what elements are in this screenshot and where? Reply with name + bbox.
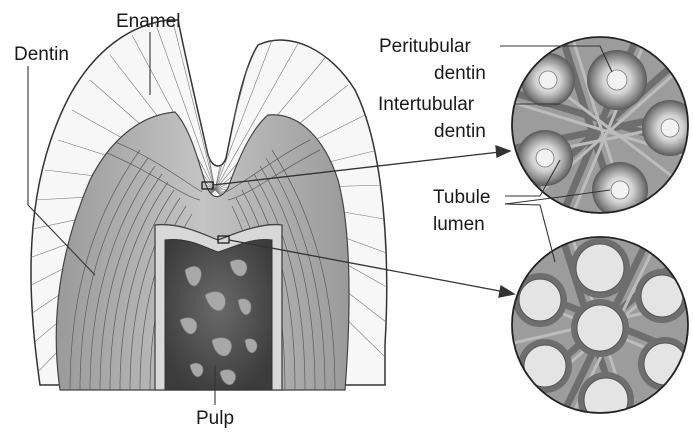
- tooth: [22, 18, 392, 390]
- label-intertubular-line2: dentin: [434, 121, 486, 142]
- label-intertubular-line1: Intertubular: [378, 94, 475, 115]
- label-dentin: Dentin: [14, 44, 69, 65]
- label-enamel: Enamel: [116, 11, 180, 32]
- label-peritubular-line2: dentin: [434, 63, 486, 84]
- magnified-view-inner-dentin: [505, 230, 693, 428]
- label-tubule-line2: lumen: [433, 214, 485, 235]
- label-pulp: Pulp: [196, 408, 234, 429]
- pulp-core: [165, 239, 272, 390]
- label-tubule-line1: Tubule: [433, 187, 490, 208]
- label-peritubular-line1: Peritubular: [379, 36, 472, 57]
